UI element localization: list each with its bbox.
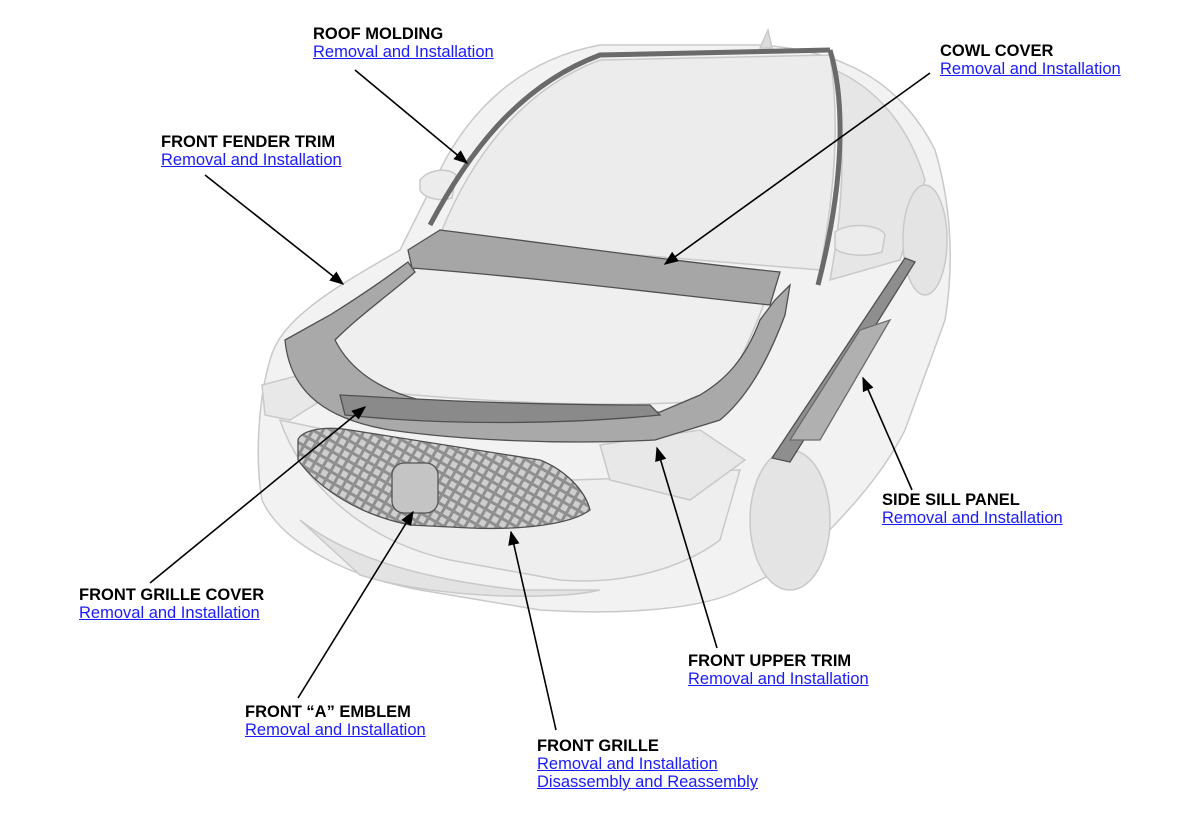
side-sill-panel-leader	[862, 376, 913, 491]
cowl-cover-leader	[663, 72, 931, 265]
front-a-emblem-leader	[297, 510, 414, 699]
cowl-cover-part	[407, 229, 781, 306]
front-fender-trim-removal-link[interactable]: Removal and Installation	[161, 151, 342, 169]
roof-molding-removal-link[interactable]: Removal and Installation	[313, 43, 494, 61]
front-grille-cover-leader	[149, 406, 367, 584]
front-a-emblem-callout: FRONT “A” EMBLEM Removal and Installatio…	[245, 703, 426, 739]
highlighted-parts	[284, 47, 916, 530]
side-sill-panel-callout: SIDE SILL PANEL Removal and Installation	[882, 491, 1063, 527]
front-a-emblem-title: FRONT “A” EMBLEM	[245, 703, 411, 721]
cowl-cover-removal-link[interactable]: Removal and Installation	[940, 60, 1121, 78]
front-upper-trim-removal-link[interactable]: Removal and Installation	[688, 670, 869, 688]
cowl-cover-callout: COWL COVER Removal and Installation	[940, 42, 1121, 78]
roof-molding-callout: ROOF MOLDING Removal and Installation	[313, 25, 494, 61]
side-sill-panel-removal-link[interactable]: Removal and Installation	[882, 509, 1063, 527]
front-a-emblem-part	[391, 462, 439, 514]
front-grille-callout: FRONT GRILLE Removal and Installation Di…	[537, 737, 758, 791]
roof-molding-leader	[354, 69, 469, 164]
front-upper-trim-callout: FRONT UPPER TRIM Removal and Installatio…	[688, 652, 869, 688]
front-grille-cover-part	[339, 394, 662, 424]
front-fender-trim-title: FRONT FENDER TRIM	[161, 133, 336, 151]
car-body	[257, 27, 951, 613]
leader-lines	[149, 69, 931, 731]
front-grille-disassembly-link[interactable]: Disassembly and Reassembly	[537, 773, 759, 791]
side-sill-panel-title: SIDE SILL PANEL	[882, 491, 1020, 509]
front-grille-leader	[508, 530, 557, 731]
front-grille-cover-removal-link[interactable]: Removal and Installation	[79, 604, 260, 622]
front-grille-title: FRONT GRILLE	[537, 737, 659, 755]
front-grille-part	[297, 427, 591, 530]
roof-molding-title: ROOF MOLDING	[313, 25, 444, 43]
front-fender-trim-leader	[204, 174, 345, 285]
front-grille-removal-link[interactable]: Removal and Installation	[537, 755, 718, 773]
roof-molding-part-right	[815, 49, 843, 286]
front-fender-trim-part	[284, 261, 791, 443]
front-upper-trim-leader	[655, 446, 718, 649]
front-upper-trim-title: FRONT UPPER TRIM	[688, 652, 852, 670]
roof-molding-part	[427, 47, 831, 227]
cowl-cover-title: COWL COVER	[940, 42, 1054, 60]
front-grille-cover-callout: FRONT GRILLE COVER Removal and Installat…	[79, 586, 264, 622]
front-fender-trim-callout: FRONT FENDER TRIM Removal and Installati…	[161, 133, 342, 169]
front-a-emblem-removal-link[interactable]: Removal and Installation	[245, 721, 426, 739]
front-grille-cover-title: FRONT GRILLE COVER	[79, 586, 265, 604]
